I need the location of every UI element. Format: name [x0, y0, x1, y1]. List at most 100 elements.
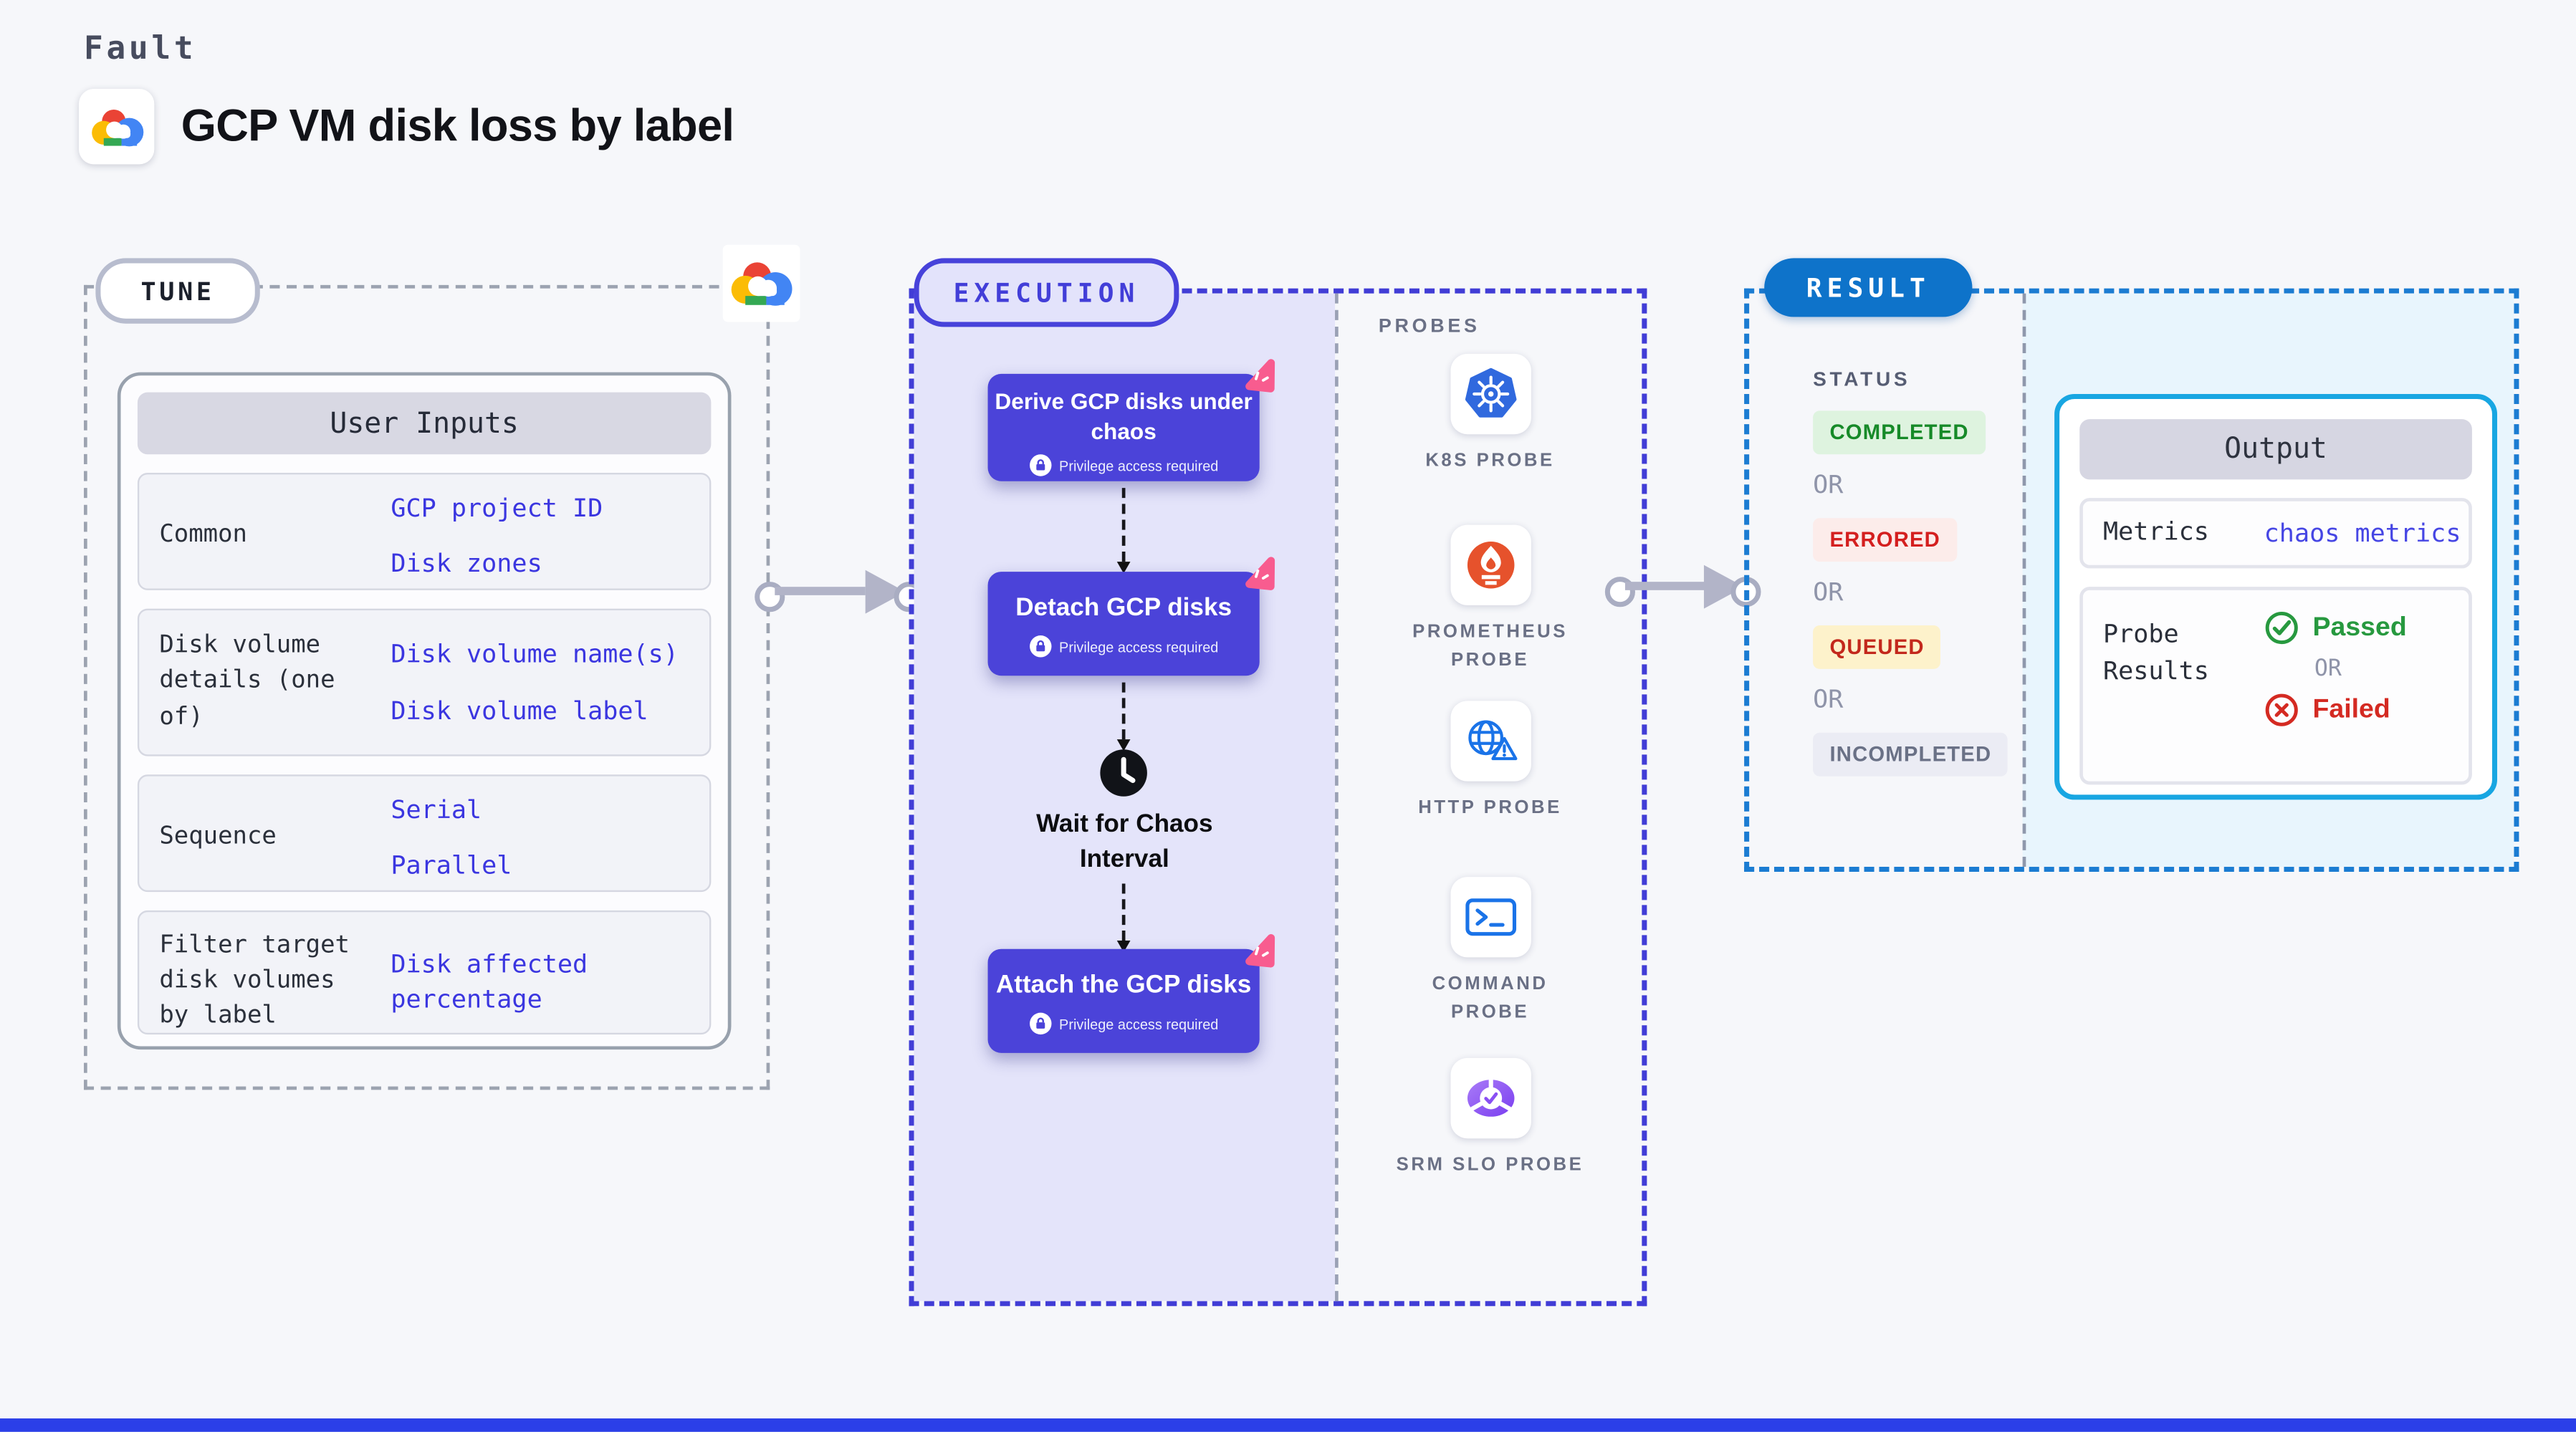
or-separator: OR [1813, 577, 1844, 607]
table-row: Disk volume details (one of) Disk volume… [137, 608, 712, 756]
privilege-row: Privilege access required [988, 635, 1260, 658]
input-link[interactable]: Serial [391, 794, 482, 825]
execution-section-box: Derive GCP disks under chaos Privilege a… [909, 288, 1647, 1307]
chaos-metrics-link[interactable]: chaos metrics [2264, 518, 2461, 549]
probe-label: HTTP PROBE [1418, 798, 1562, 819]
passed-verdict: Passed [2264, 610, 2407, 645]
failed-verdict: Failed [2264, 693, 2407, 728]
arrow-line [775, 587, 866, 595]
privilege-row: Privilege access required [988, 454, 1260, 476]
status-badge-completed: COMPLETED [1813, 410, 1986, 455]
probes-heading: PROBES [1378, 317, 1480, 337]
connector-ring [755, 582, 785, 612]
terminal-icon [1450, 877, 1531, 958]
probe-label: COMMAND PROBE [1432, 974, 1548, 1023]
privilege-label: Privilege access required [1059, 457, 1219, 474]
result-badge: RESULT [1764, 258, 1973, 317]
probe-item-k8s: K8S PROBE [1339, 353, 1642, 476]
failed-label: Failed [2312, 695, 2390, 724]
node-attach-gcp-disks: Attach the GCP disks Privilege access re… [987, 933, 1275, 1053]
page-title: GCP VM disk loss by label [181, 100, 734, 151]
row-label: Sequence [159, 823, 277, 851]
flow-connector [1116, 682, 1131, 751]
gcp-logo-icon [91, 108, 143, 146]
metrics-label: Metrics [2102, 516, 2209, 547]
user-inputs-header: User Inputs [137, 392, 712, 455]
result-section-box: STATUS COMPLETED OR ERRORED OR QUEUED OR… [1744, 288, 2519, 873]
gcp-logo-icon [731, 262, 793, 306]
chaos-fault-icon [1245, 557, 1275, 590]
node-title: Attach the GCP disks [995, 971, 1252, 999]
output-panel: Output Metrics chaos metrics Probe Resul… [2022, 293, 2514, 868]
status-badge-errored: ERRORED [1813, 518, 1958, 562]
probe-label: SRM SLO PROBE [1396, 1155, 1584, 1176]
user-inputs-card: User Inputs Common GCP project ID Disk z… [117, 372, 732, 1050]
input-link[interactable]: Disk volume label [391, 695, 648, 726]
http-globe-icon [1450, 701, 1531, 782]
probe-item-command: COMMAND PROBE [1339, 877, 1642, 1028]
privilege-label: Privilege access required [1059, 1015, 1219, 1032]
execution-badge: EXECUTION [914, 258, 1179, 327]
input-link[interactable]: GCP project ID [391, 493, 603, 524]
lock-icon [1028, 1012, 1051, 1035]
title-row: GCP VM disk loss by label [79, 89, 734, 165]
x-circle-icon [2265, 693, 2298, 726]
or-separator: OR [2314, 655, 2342, 683]
row-label: Disk volume details (one of) [159, 633, 335, 731]
lock-icon [1028, 635, 1051, 658]
metrics-row: Metrics chaos metrics [2079, 498, 2472, 569]
probe-results-label: Probe Results [2102, 618, 2209, 686]
connector-ring [1604, 577, 1635, 607]
gcp-corner-card [722, 244, 800, 322]
passed-label: Passed [2312, 612, 2407, 642]
probe-item-srm-slo: SRM SLO PROBE [1339, 1057, 1642, 1181]
or-separator: OR [1813, 469, 1844, 500]
status-heading: STATUS [1813, 367, 1911, 391]
gcp-logo-card [79, 89, 155, 165]
fault-kicker: Fault [84, 30, 197, 67]
srm-slo-icon [1450, 1057, 1531, 1139]
output-header: Output [2079, 419, 2472, 480]
flow-connector [1116, 883, 1131, 953]
status-badge-queued: QUEUED [1813, 625, 1942, 669]
input-link[interactable]: Disk affected percentage [391, 949, 588, 1014]
lock-icon [1028, 454, 1051, 476]
status-badge-incompleted: INCOMPLETED [1813, 732, 2008, 777]
table-row: Filter target disk volumes by label Disk… [137, 910, 712, 1035]
probe-item-prometheus: PROMETHEUS PROBE [1339, 524, 1642, 676]
bottom-accent-bar [0, 1418, 2576, 1432]
node-detach-gcp-disks: Detach GCP disks Privilege access requir… [987, 557, 1275, 676]
chaos-fault-icon [1245, 359, 1275, 393]
node-title: Derive GCP disks under chaos [995, 388, 1253, 444]
flow-connector [1116, 488, 1131, 574]
tune-badge: TUNE [95, 258, 260, 324]
input-link[interactable]: Disk volume name(s) [391, 639, 679, 670]
privilege-label: Privilege access required [1059, 638, 1219, 655]
probes-panel: PROBES K8S PROBE [1335, 293, 1642, 1302]
input-link[interactable]: Disk zones [391, 548, 542, 580]
row-label: Common [159, 522, 247, 549]
chaos-fault-icon [1245, 933, 1275, 968]
prometheus-icon [1450, 524, 1531, 605]
output-box: Output Metrics chaos metrics Probe Resul… [2054, 394, 2498, 800]
clock-icon [1100, 749, 1147, 797]
node-derive-gcp-disks: Derive GCP disks under chaos Privilege a… [987, 359, 1275, 481]
probe-label: PROMETHEUS PROBE [1412, 622, 1568, 671]
node-title: Detach GCP disks [1015, 593, 1232, 623]
probe-item-http: HTTP PROBE [1339, 701, 1642, 823]
status-panel: STATUS COMPLETED OR ERRORED OR QUEUED OR… [1749, 294, 2023, 867]
wait-for-chaos-interval-label: Wait for Chaos Interval [1036, 809, 1213, 874]
check-circle-icon [2265, 611, 2298, 645]
table-row: Sequence Serial Parallel [137, 774, 712, 893]
table-row: Common GCP project ID Disk zones [137, 473, 712, 590]
tune-section-box [84, 284, 770, 1090]
kubernetes-icon [1450, 353, 1531, 435]
probe-results-row: Probe Results Passed OR [2079, 587, 2472, 785]
row-label: Filter target disk volumes by label [159, 932, 350, 1030]
execution-panel: Derive GCP disks under chaos Privilege a… [914, 293, 1336, 1302]
arrow-line [1624, 582, 1706, 590]
probe-label: K8S PROBE [1425, 451, 1555, 471]
privilege-row: Privilege access required [988, 1012, 1260, 1035]
input-link[interactable]: Parallel [391, 850, 512, 881]
